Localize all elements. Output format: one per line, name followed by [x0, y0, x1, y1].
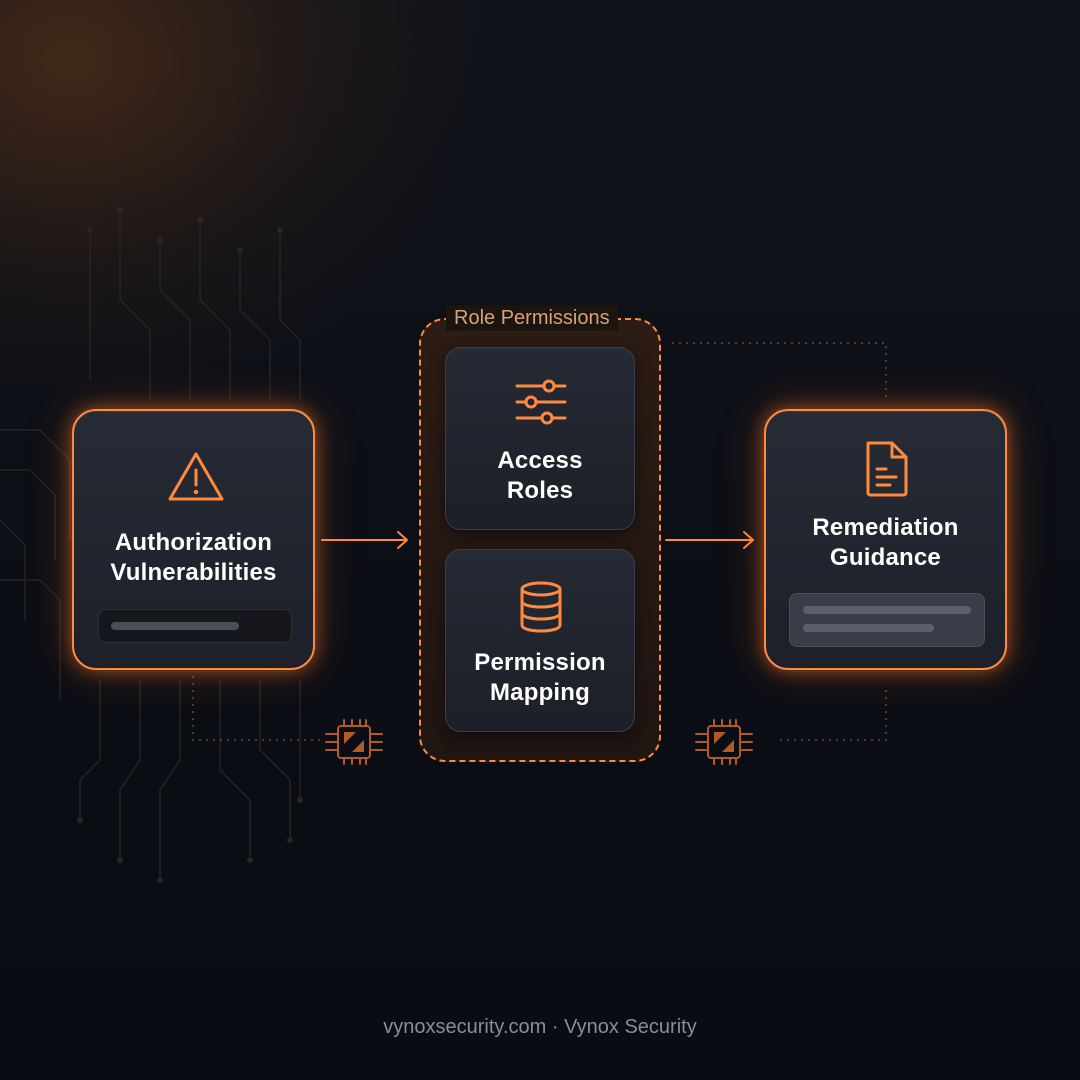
placeholder-bar — [111, 622, 239, 630]
footer-text: vynoxsecurity.com · Vynox Security — [383, 1016, 697, 1038]
title-line: Authorization — [114, 529, 273, 556]
card-title: Authorization Vulnerabilities — [74, 528, 313, 588]
chip-icon — [695, 719, 753, 765]
authorization-vulnerabilities-card: Authorization Vulnerabilities — [72, 409, 315, 670]
permission-mapping-card: Permission Mapping — [445, 549, 635, 732]
group-label: Role Permissions — [446, 305, 618, 331]
title-line: Vulnerabilities — [110, 559, 277, 586]
title-line: Permission — [474, 649, 606, 676]
remediation-guidance-card: Remediation Guidance — [764, 409, 1007, 670]
card-title: Access Roles — [446, 446, 634, 506]
placeholder-bar — [803, 624, 934, 632]
warning-triangle-icon — [168, 452, 224, 501]
card-title: Remediation Guidance — [766, 513, 1005, 573]
document-icon — [866, 441, 908, 497]
status-bar-placeholder — [98, 609, 292, 643]
access-roles-card: Access Roles — [445, 347, 635, 530]
title-line: Mapping — [489, 679, 591, 706]
title-line: Access — [497, 447, 583, 474]
placeholder-bar — [803, 606, 971, 614]
title-line: Guidance — [830, 544, 941, 571]
title-line: Remediation — [812, 514, 959, 541]
title-line: Roles — [506, 477, 574, 504]
sliders-icon — [515, 379, 567, 425]
content-placeholder — [789, 593, 985, 647]
card-title: Permission Mapping — [446, 648, 634, 708]
chip-icon — [325, 719, 383, 765]
database-icon — [520, 581, 562, 633]
